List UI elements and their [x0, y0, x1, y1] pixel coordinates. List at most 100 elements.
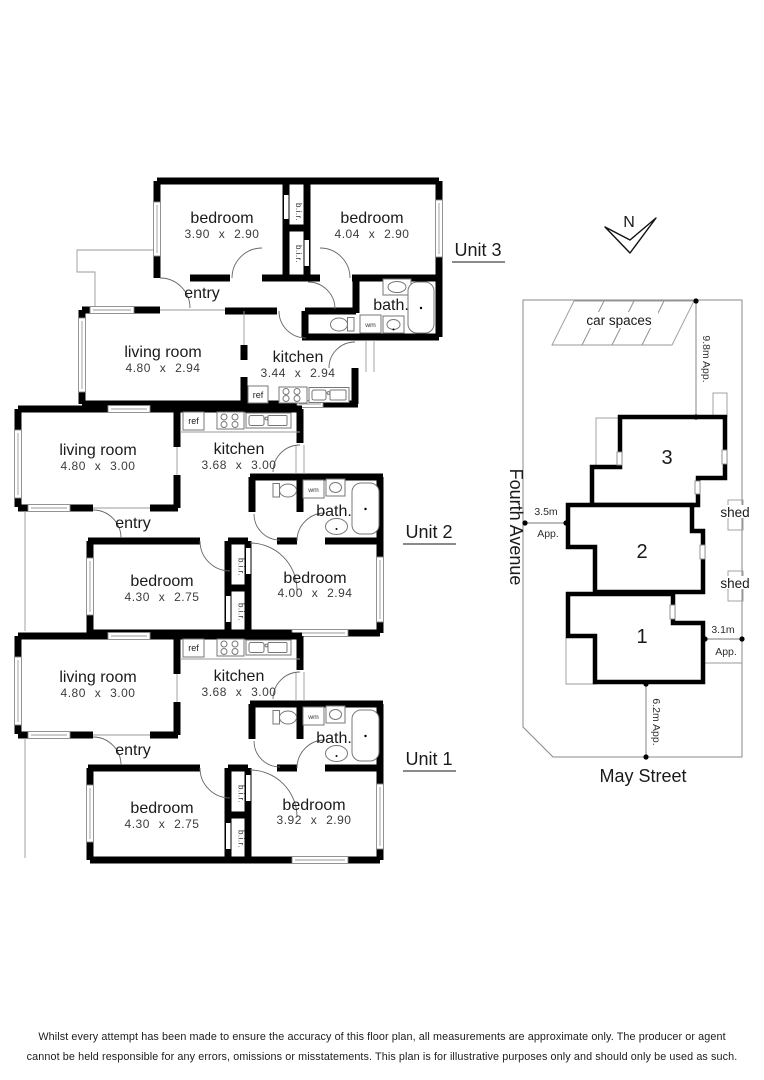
unit1-bedroom1-dims: 4.30 x 2.75: [125, 817, 200, 831]
unit1-bedroom1-label: bedroom: [130, 800, 193, 817]
basin-icon: [325, 518, 348, 535]
window-icon: [616, 449, 728, 620]
unit1-kitchen-dims: 3.68 x 3.00: [202, 685, 277, 699]
shed-1: shed: [719, 499, 750, 531]
door-arc: [159, 247, 356, 369]
unit2-title: Unit 2: [405, 522, 452, 542]
site-plan: N car spaces 3 2 1: [506, 214, 750, 786]
street-fourth-avenue: Fourth Avenue: [506, 469, 526, 586]
unit2-ref-label: ref: [188, 416, 199, 426]
car-spaces-label: car spaces: [586, 313, 652, 328]
unit3-bedroom1-dims: 3.90 x 2.90: [185, 227, 260, 241]
shed-2: shed: [719, 570, 750, 602]
closet-door-slot: [304, 240, 309, 266]
unit1-entry-label: entry: [115, 742, 151, 759]
unit1-ref-label: ref: [188, 643, 199, 653]
unit2-floorplan-geometry: [14, 405, 384, 637]
dimension-bottom: 6.2m App.: [643, 681, 662, 760]
site-outline-accent: [712, 392, 728, 418]
unit2-bedroom2-label: bedroom: [283, 570, 346, 587]
basin-icon: [325, 478, 346, 497]
bathtub-icon: [351, 482, 380, 535]
basin-icon: [382, 278, 412, 296]
unit2-entry-label: entry: [115, 515, 151, 532]
unit3-living-dims: 4.80 x 2.94: [126, 361, 201, 375]
unit3-title: Unit 3: [454, 240, 501, 260]
shed-label: shed: [720, 576, 749, 591]
dimension-right-value: 3.1m: [711, 624, 735, 636]
unit3-openings: [160, 309, 375, 372]
unit2-kitchen-dims: 3.68 x 3.00: [202, 458, 277, 472]
washing-machine-icon: [359, 314, 382, 334]
toilet-icon: [272, 483, 297, 498]
unit3-bedroom1-label: bedroom: [190, 210, 253, 227]
site-unit1-number: 1: [636, 626, 647, 648]
dimension-right: 3.1m App.: [702, 624, 745, 658]
unit2-kitchen-label: kitchen: [214, 441, 265, 458]
site-unit2-number: 2: [636, 541, 647, 563]
unit1-living-label: living room: [59, 669, 136, 686]
unit3-kitchen-dims: 3.44 x 2.94: [261, 366, 336, 380]
unit3-bir-label: b.i.r.: [294, 203, 303, 221]
unit3-living-label: living room: [124, 344, 201, 361]
unit2-bir-label: b.i.r.: [237, 603, 246, 621]
unit3-porch-outline: [76, 249, 157, 307]
unit1-wm-label: wm: [307, 714, 319, 721]
window-icon: [14, 405, 384, 637]
unit3-entry-label: entry: [184, 285, 220, 302]
unit3-floorplan: bedroom 3.90 x 2.90 bedroom 4.04 x 2.90 …: [76, 177, 505, 408]
site-unit2-outline: [565, 502, 706, 595]
site-outline-accent: [595, 417, 621, 468]
unit3-bedroom2-dims: 4.04 x 2.90: [335, 227, 410, 241]
north-label: N: [623, 214, 635, 231]
unit1-bir-label: b.i.r.: [237, 785, 246, 803]
unit1-labels: ref living room 4.80 x 3.00 kitchen 3.68…: [59, 643, 456, 848]
unit2-wm-label: wm: [307, 487, 319, 494]
dimension-left-value: 3.5m: [534, 506, 558, 518]
dimension-bottom-label: 6.2m App.: [650, 698, 662, 745]
kitchen-sink-icon: [308, 387, 350, 403]
car-spaces-label-bg: [580, 312, 658, 328]
dimension-top: 9.8m App.: [693, 298, 712, 420]
disclaimer-line2: cannot be held responsible for any error…: [26, 1050, 738, 1063]
fridge-icon: [182, 411, 205, 431]
unit2-bedroom2-dims: 4.00 x 2.94: [278, 586, 353, 600]
stove-icon: [216, 411, 245, 430]
dimension-left: 3.5m App.: [522, 506, 569, 540]
unit2-labels: ref living room 4.80 x 3.00 kitchen 3.68…: [59, 416, 456, 621]
kitchen-sink-icon: [245, 412, 292, 429]
street-may-street: May Street: [599, 766, 686, 786]
unit3-bedroom2-label: bedroom: [340, 210, 403, 227]
unit2-living-dims: 4.80 x 3.00: [61, 459, 136, 473]
north-arrow-icon: [604, 217, 657, 254]
unit1-title: Unit 1: [405, 749, 452, 769]
unit3-kitchen-label: kitchen: [273, 349, 324, 366]
unit1-bedroom2-label: bedroom: [282, 797, 345, 814]
stove-icon: [278, 386, 308, 404]
unit1-kitchen-label: kitchen: [214, 668, 265, 685]
site-unit3-number: 3: [661, 447, 672, 469]
window-icon: [78, 199, 443, 408]
unit1-bir-label: b.i.r.: [237, 830, 246, 848]
site-unit1-outline: [565, 591, 706, 685]
unit2-bath-label: bath.: [316, 503, 352, 520]
unit2-bir-label: b.i.r.: [237, 558, 246, 576]
unit3-ref-label: ref: [253, 390, 264, 400]
unit1-living-dims: 4.80 x 3.00: [61, 686, 136, 700]
unit1-bedroom2-dims: 3.92 x 2.90: [277, 813, 352, 827]
toilet-icon: [330, 317, 355, 332]
dimension-top-label: 9.8m App.: [700, 335, 712, 382]
dimension-left-approx: App.: [537, 528, 559, 540]
site-outline-accent: [565, 637, 742, 685]
unit2-bedroom1-label: bedroom: [130, 573, 193, 590]
bathtub-icon: [407, 281, 435, 334]
unit2-living-label: living room: [59, 442, 136, 459]
unit3-bir-label: b.i.r.: [294, 245, 303, 263]
shed-label: shed: [720, 505, 749, 520]
unit3-bath-label: bath.: [373, 297, 409, 314]
basin-icon: [382, 315, 405, 334]
site-unit3-outline: [589, 414, 728, 508]
unit2-bedroom1-dims: 4.30 x 2.75: [125, 590, 200, 604]
